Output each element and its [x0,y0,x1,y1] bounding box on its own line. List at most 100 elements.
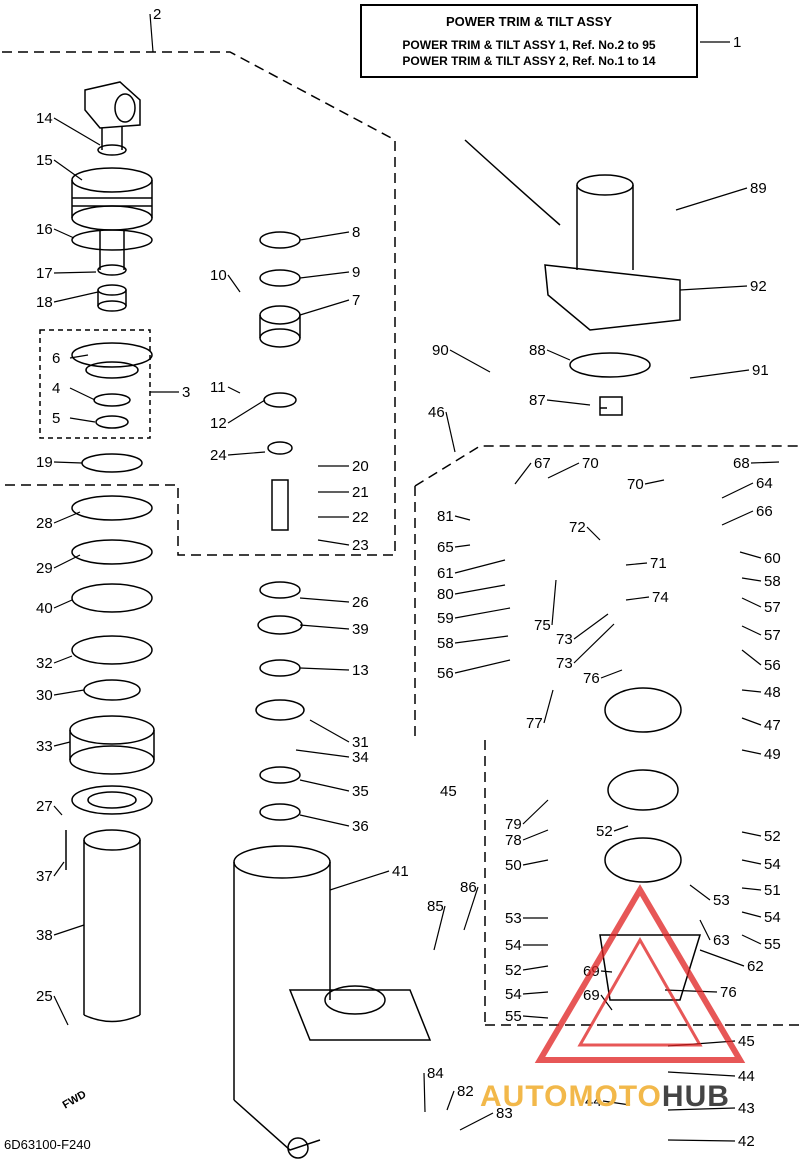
leader-line-25 [53,995,69,1026]
leader-line-7 [299,299,350,316]
leader-line-58 [741,577,762,582]
callout-10: 10 [210,267,227,284]
leader-line-89 [675,187,748,211]
leader-line-69 [600,970,613,973]
callout-70: 70 [627,476,644,493]
leader-line-52 [522,965,549,971]
leader-line-24 [227,451,266,456]
callout-81: 81 [437,508,454,525]
leader-line-18 [53,291,99,303]
callout-70: 70 [582,455,599,472]
leader-line-50 [522,859,549,866]
leader-line-19 [53,461,83,464]
leader-line-5 [69,417,96,423]
leader-line-54 [741,859,762,865]
callout-45: 45 [738,1033,755,1050]
leader-line-86 [463,886,479,931]
callout-32: 32 [36,655,53,672]
callout-54: 54 [764,856,781,873]
leader-line-69 [600,994,613,1011]
leader-line-73 [573,613,609,640]
leader-line-66 [721,510,754,526]
callout-60: 60 [764,550,781,567]
callout-16: 16 [36,221,53,238]
leader-line-76 [600,669,623,679]
callout-54: 54 [505,937,522,954]
leader-line-36 [299,814,350,827]
callout-84: 84 [427,1065,444,1082]
leader-line-51 [741,887,762,891]
leader-line-14 [53,117,101,146]
leader-line-35 [299,779,350,792]
leader-line-44 [602,1100,631,1106]
callout-44: 44 [585,1093,602,1110]
leader-line-65 [454,544,471,548]
callout-53: 53 [505,910,522,927]
callout-64: 64 [756,475,773,492]
callout-1: 1 [733,34,741,51]
leader-line-15 [53,159,83,181]
leader-line-27 [53,805,63,816]
callout-25: 25 [36,988,53,1005]
callout-37: 37 [36,868,53,885]
leader-line-54 [741,911,762,918]
callout-19: 19 [36,454,53,471]
callout-9: 9 [352,264,360,281]
callout-68: 68 [733,455,750,472]
leader-line-75 [551,579,557,626]
callout-62: 62 [747,958,764,975]
leader-line-46 [445,411,456,453]
title-line-1: POWER TRIM & TILT ASSY 1, Ref. No.2 to 9… [402,38,656,52]
callout-2: 2 [153,6,161,23]
leader-line-60 [739,551,762,559]
leader-line-42 [667,1139,736,1142]
callout-27: 27 [36,798,53,815]
callout-21: 21 [352,484,369,501]
leader-line-28 [53,511,81,524]
callout-76: 76 [720,984,737,1001]
callout-55: 55 [505,1008,522,1025]
callout-45: 45 [440,783,457,800]
title-main: POWER TRIM & TILT ASSY [445,14,613,29]
leader-line-56 [741,649,762,666]
leader-line-38 [53,924,85,936]
leader-line-52 [613,825,629,832]
callout-55: 55 [764,936,781,953]
cylinder-seal-group [65,453,155,1023]
leader-line-16 [53,228,75,239]
leader-line-87 [546,399,591,406]
callout-76: 76 [583,670,600,687]
callout-48: 48 [764,684,781,701]
callout-33: 33 [36,738,53,755]
callout-72: 72 [569,519,586,536]
leader-line-61 [454,559,506,574]
leader-line-31 [309,719,350,743]
leader-line-81 [454,515,471,521]
callout-53: 53 [713,892,730,909]
callout-89: 89 [750,180,767,197]
callout-44: 44 [738,1068,755,1085]
callout-54: 54 [764,909,781,926]
leader-line-26 [299,597,350,603]
callout-38: 38 [36,927,53,944]
leader-line-30 [53,689,85,696]
callout-78: 78 [505,832,522,849]
leader-line-73 [573,623,615,664]
callout-52: 52 [505,962,522,979]
leader-line-62 [699,949,745,967]
callout-83: 83 [496,1105,513,1122]
leader-line-74 [625,596,650,601]
leader-line-4 [69,387,96,401]
callout-85: 85 [427,898,444,915]
callout-71: 71 [650,555,667,572]
leader-line-2 [149,13,154,53]
callout-5: 5 [52,410,60,427]
callout-56: 56 [764,657,781,674]
callout-56: 56 [437,665,454,682]
leader-line-6 [69,354,89,359]
callout-88: 88 [529,342,546,359]
housing-43 [233,845,432,1159]
callout-67: 67 [534,455,551,472]
callout-69: 69 [583,987,600,1004]
title-box: POWER TRIM & TILT ASSY POWER TRIM & TILT… [360,4,698,78]
